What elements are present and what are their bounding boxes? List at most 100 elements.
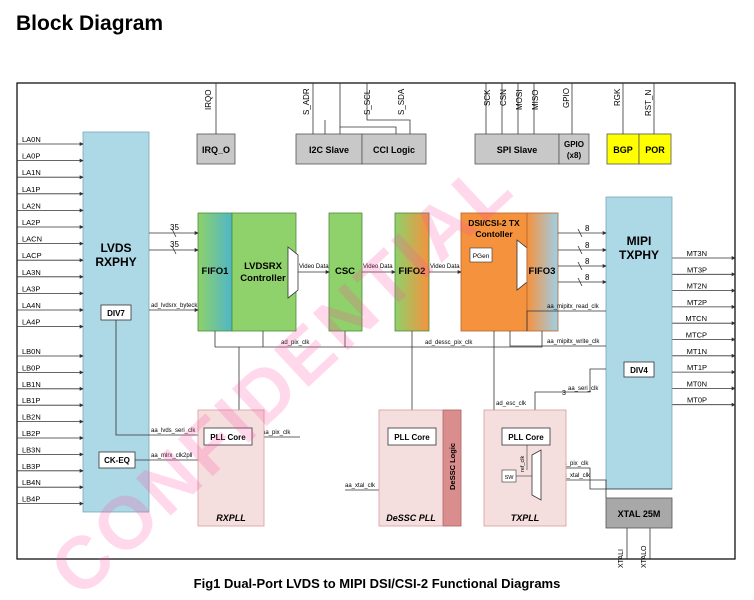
signal-label: aa_pix_clk [560, 461, 589, 467]
chip-boundary [16, 82, 736, 560]
cci-logic-label: CCI Logic [373, 145, 415, 155]
spi-slave-block [474, 133, 560, 165]
signal-label: aa_xtal_clk [345, 483, 376, 489]
top-pin-label: S_ADR [302, 88, 311, 115]
pin-label: LB2P [22, 429, 40, 438]
top-pin-label: S_SCL [363, 89, 372, 115]
lvdsrx-controller-block [231, 212, 297, 332]
pin-label: LA0N [22, 135, 41, 144]
top-pin-label: MISO [531, 90, 540, 110]
top-pin-label: GPIO [562, 88, 571, 108]
top-pin-label: IRQO [204, 90, 213, 110]
xtal-label: XTAL 25M [618, 509, 661, 519]
video-data-label: Video Data [299, 264, 329, 270]
signal-label: aa_lvds_seri_clk [151, 428, 196, 434]
pin-label: LB3P [22, 462, 40, 471]
bus-label: 8 [585, 257, 590, 266]
xtal-block [605, 497, 673, 529]
pin-label: LA2P [22, 218, 40, 227]
pin-label: MT3P [687, 265, 707, 274]
signal-label: aa_pix_clk [262, 430, 291, 436]
gpio-label-1: GPIO [564, 140, 584, 149]
pin-label: LB0P [22, 363, 40, 372]
fifo1-label: FIFO1 [202, 266, 230, 277]
pin-label: LA0P [22, 152, 40, 161]
dsi-label-2: Contoller [475, 229, 513, 239]
pin-label: LB4N [22, 478, 41, 487]
pin-label: MT2N [687, 282, 707, 291]
pin-label: LA3N [22, 268, 41, 277]
pin-label: LA1N [22, 168, 41, 177]
ref-clk-label: ref_clk [520, 456, 526, 472]
signal-label: aa_mipitx_write_clk [547, 339, 600, 345]
signal-label: aa_mipitx_read_clk [547, 304, 600, 310]
div4-block [623, 361, 655, 378]
pin-label: LACN [22, 235, 42, 244]
pin-label: LA1P [22, 185, 40, 194]
txpll-core-label: PLL Core [508, 433, 544, 442]
pin-label: LB2N [22, 413, 41, 422]
bottom-pin-label: XTALI [618, 549, 625, 568]
gpio-block [558, 133, 590, 165]
i2c-slave-label: I2C Slave [309, 145, 349, 155]
bottom-pin-label: XTALO [641, 545, 648, 568]
cci-logic-block [361, 133, 427, 165]
pin-label: LACP [22, 251, 42, 260]
video-data-label: Video Data [430, 264, 460, 270]
left-pins-a: LA0N LA0P LA1N LA1P LA2N LA2P LACN LACP LA3N LA3P… [17, 135, 84, 329]
mipi-txphy-label-2: TXPHY [619, 248, 659, 262]
bus-label: 8 [585, 241, 590, 250]
mipi-txphy-block [605, 196, 673, 490]
fifo3-label: FIFO3 [529, 266, 556, 277]
pin-label: LA4P [22, 318, 40, 327]
signal-label: ad_esc_clk [496, 401, 527, 407]
pin-label: LA3P [22, 284, 40, 293]
pin-label: LA2N [22, 201, 41, 210]
clock-lines [115, 310, 672, 559]
i2c-slave-block [295, 133, 363, 165]
datapath-lines [149, 228, 607, 312]
pin-label: LB0N [22, 347, 41, 356]
pgen-block [469, 247, 493, 263]
spi-slave-label: SPI Slave [497, 145, 538, 155]
fifo2-block [394, 212, 430, 332]
bus-width-labels: 35 35 8 8 8 8 [170, 223, 590, 282]
rxpll-label: RXPLL [216, 513, 246, 523]
irq-label: IRQ_O [202, 145, 230, 155]
top-pin-label: RST_N [644, 90, 653, 116]
dsi-mux [516, 239, 528, 291]
signal-label: aa_xtal_clk [560, 473, 591, 479]
sw-label: SW [505, 475, 515, 481]
pin-label: LB3N [22, 445, 41, 454]
page-title: Block Diagram [16, 12, 164, 35]
pin-label: LB4P [22, 495, 40, 504]
pin-label: MT2P [687, 298, 707, 307]
left-pins-b: LB0N LB0P LB1N LB1P LB2N LB2P LB3N LB3P LB4N LB4P [17, 347, 84, 506]
txpll-core-block [501, 427, 551, 446]
div4-label: DIV4 [630, 366, 648, 375]
fifo1-block [197, 212, 233, 332]
txpll-mux [531, 449, 542, 501]
video-data-label: Video Data [363, 264, 393, 270]
dsi-label-1: DSI/CSI-2 TX [468, 218, 520, 228]
lvdsrx-mux [287, 246, 299, 299]
dessc-core-label: PLL Core [394, 433, 430, 442]
pin-label: MT0P [687, 396, 707, 405]
pin-label: LA4N [22, 301, 41, 310]
rxpll-core-label: PLL Core [210, 433, 246, 442]
pin-label: LB1P [22, 396, 40, 405]
rxpll-core-block [203, 427, 253, 446]
por-block [638, 133, 672, 165]
top-pin-label: S_SDA [397, 88, 406, 115]
bus-label: 35 [170, 240, 179, 249]
txpll-label: TXPLL [511, 513, 540, 523]
gpio-label-2: (x8) [567, 151, 582, 160]
bus-label: 3 [562, 390, 566, 397]
pin-label: LB1N [22, 380, 41, 389]
figure-caption: Fig1 Dual-Port LVDS to MIPI DSI/CSI-2 Fu… [193, 576, 561, 591]
bgp-label: BGP [613, 145, 633, 155]
pin-label: MTCN [685, 314, 707, 323]
bus-label: 8 [585, 273, 590, 282]
pin-label: MT1N [687, 347, 707, 356]
